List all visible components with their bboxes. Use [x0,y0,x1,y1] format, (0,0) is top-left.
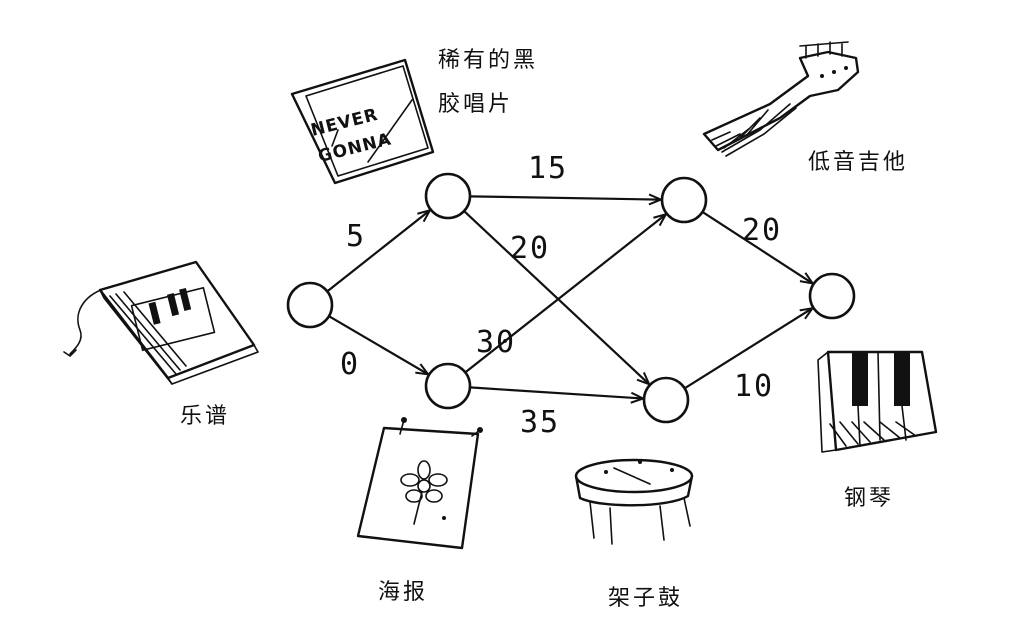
label-bass-guitar: 低音吉他 [808,150,909,175]
label-rare-lp-line2: 胶唱片 [438,92,514,117]
edge-drums-piano [684,309,812,390]
poster-icon [356,417,483,550]
edge-book-poster [328,315,427,374]
node-poster [424,362,472,410]
label-drums: 架子鼓 [608,586,684,611]
node-lp [424,172,472,220]
node-piano [808,272,856,320]
edge-weight-book-poster: 0 [340,347,360,382]
drum-icon [574,458,694,545]
edge-lp-drums [463,210,648,384]
piano-icon [817,350,938,453]
edge-weight-lp-guitar: 15 [528,151,568,186]
edge-guitar-piano [701,211,811,283]
label-music-book: 乐谱 [180,404,231,429]
edge-weight-drums-piano: 10 [734,369,774,404]
node-guitar [660,176,708,224]
edge-weight-lp-drums: 20 [510,231,550,266]
bass-guitar-icon [702,41,860,157]
edge-weight-poster-drums: 35 [520,405,560,440]
edge-weight-book-lp: 5 [346,219,366,254]
music-book-icon [63,260,259,385]
node-book [286,281,334,329]
record-sleeve-icon: NEVER GONNA [290,58,435,185]
node-drums [642,376,690,424]
edge-weight-poster-guitar: 30 [476,325,516,360]
label-poster: 海报 [378,580,429,605]
edge-lp-guitar [469,196,660,199]
label-rare-lp-line1: 稀有的黑 [438,48,539,73]
edge-weight-guitar-piano: 20 [742,213,782,248]
edge-book-lp [326,211,429,293]
label-piano: 钢琴 [844,486,895,511]
edge-poster-guitar [464,215,665,374]
edge-poster-drums [469,386,642,398]
